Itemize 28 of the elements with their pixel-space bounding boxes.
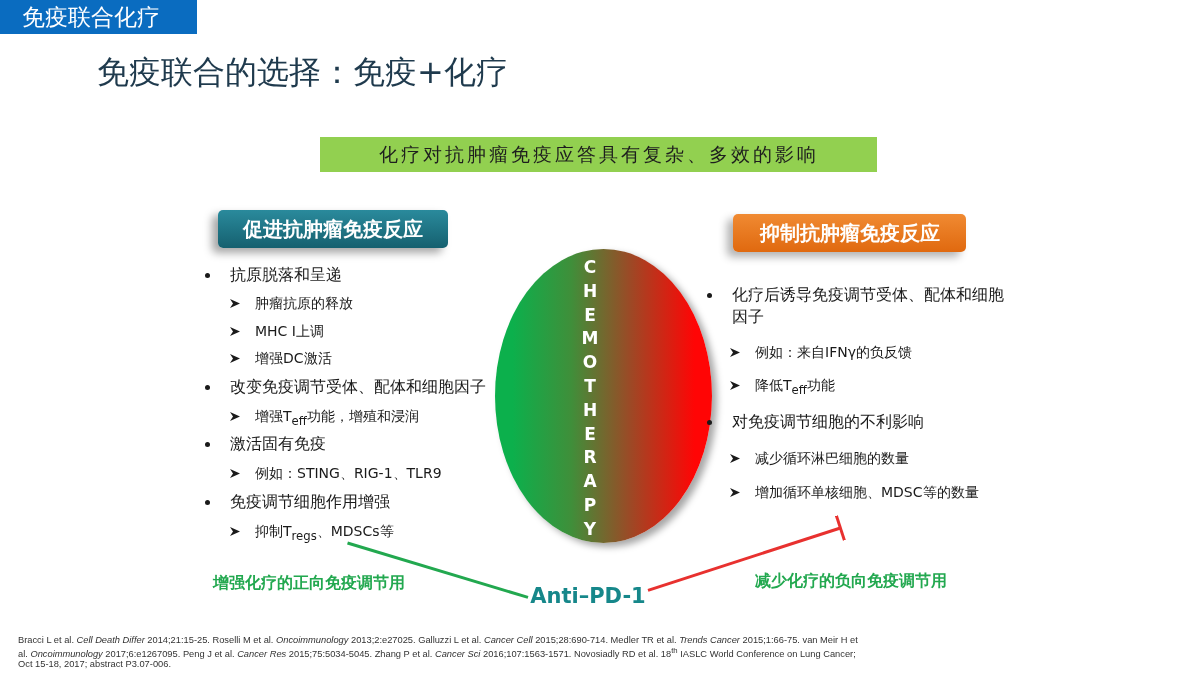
sub-bullet-point: 例如：来自IFNγ的负反馈 <box>755 343 912 362</box>
connector-line <box>347 541 529 599</box>
sub-bullet-point: 增加循环单核细胞、MDSC等的数量 <box>755 483 979 502</box>
reference-text: Bracci L et al. Cell Death Differ 2014;21:15-25. Roselli M et al. Oncoimmunology 2013;2:e27025. Galluzzi L et al. Cancer Cell 2015;28:690-714. Medler TR et al. Trends Cancer 2015;1:66-75. van Meir H et al. Oncoimmunology 2017;6:e1267095. Peng J et al. Cancer Res 2015;75:5034-5045. Zhang P et al. Cancer Sci 2016;107:1563-1571. Novosiadly RD et al. 18$^{th}$ IASLC World Conference on Lung Cancer; Oct 15-18, 2017; abstract P3.07-006. <box>18 636 859 670</box>
sub-bullet-point: 降低T$_{eff}$功能 <box>755 376 835 399</box>
bullet-point: 改变免疫调节受体、配体和细胞因子 <box>230 376 486 398</box>
bullet-point: 抗原脱落和呈递 <box>230 264 342 286</box>
sub-bullet-point: 减少循环淋巴细胞的数量 <box>755 449 909 468</box>
vertical-label: CHEMOTHERAPY <box>580 256 600 541</box>
slide-title: 免疫联合的选择：免疫+化疗 <box>97 52 508 92</box>
section-header: 抑制抗肿瘤免疫反应 <box>733 214 966 252</box>
section-header: 促进抗肿瘤免疫反应 <box>218 210 448 248</box>
inhibition-line <box>647 514 846 592</box>
bullet-point: 激活固有免疫 <box>230 433 326 455</box>
bullet-point: 对免疫调节细胞的不利影响 <box>732 411 924 433</box>
sub-bullet-point: MHC I上调 <box>255 322 324 341</box>
bullet-point: 化疗后诱导免疫调节受体、配体和细胞因子 <box>732 284 1005 328</box>
edge-label: 减少化疗的负向免疫调节用 <box>755 571 947 591</box>
sub-bullet-point: 例如：STING、RIG-1、TLR9 <box>255 464 442 483</box>
sub-bullet-point: 抑制T$_{regs}$、MDSCs等 <box>255 522 394 545</box>
section-tab: 免疫联合化疗 <box>0 0 197 34</box>
sub-bullet-point: 肿瘤抗原的释放 <box>255 294 353 313</box>
banner: 化疗对抗肿瘤免疫应答具有复杂、多效的影响 <box>320 137 877 172</box>
drug-label: Anti–PD-1 <box>528 582 648 610</box>
edge-label: 增强化疗的正向免疫调节用 <box>213 573 405 593</box>
sub-bullet-point: 增强T$_{eff}$功能，增殖和浸润 <box>255 407 419 430</box>
sub-bullet-point: 增强DC激活 <box>255 349 332 368</box>
bullet-point: 免疫调节细胞作用增强 <box>230 491 390 513</box>
